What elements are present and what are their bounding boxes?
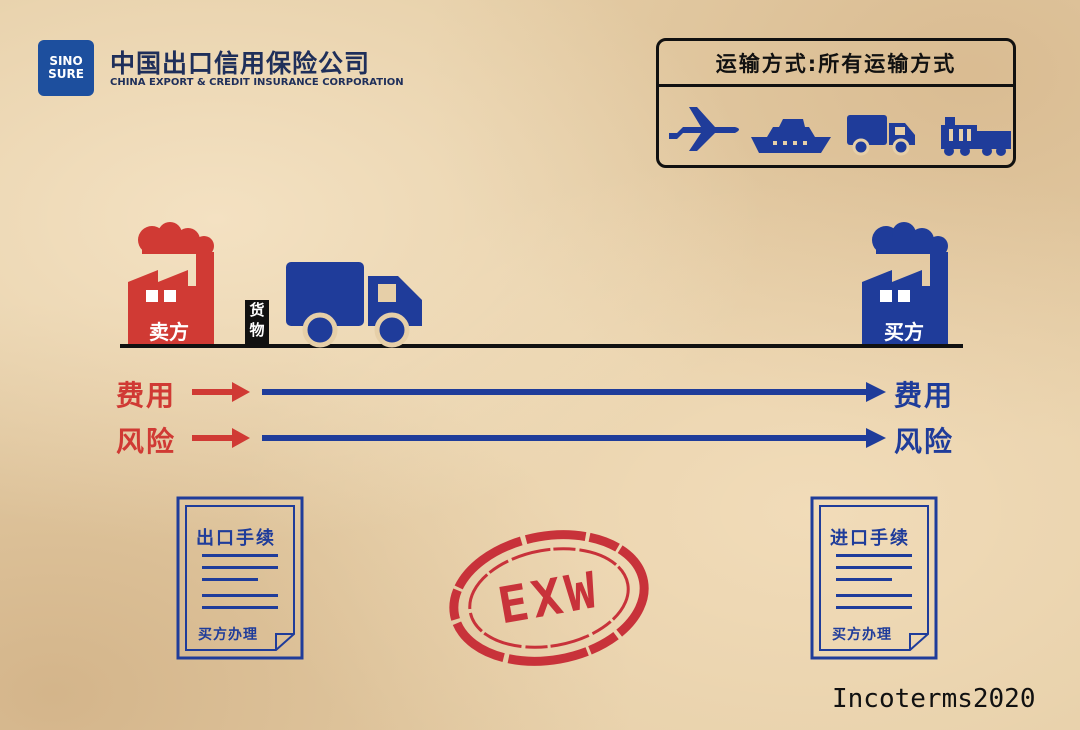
train-icon xyxy=(941,117,1011,156)
document-icon xyxy=(810,496,938,660)
risk-red-arrow xyxy=(192,428,250,448)
ground-line xyxy=(120,344,963,348)
company-name-en: CHINA EXPORT & CREDIT INSURANCE CORPORAT… xyxy=(110,77,404,88)
delivery-truck-icon xyxy=(286,262,422,348)
export-procedure-document: 出口手续 买方办理 xyxy=(176,496,304,660)
risk-label-right: 风险 xyxy=(894,425,955,458)
badge-text-line1: SINO xyxy=(49,54,83,68)
transport-mode-box: 运输方式:所有运输方式 xyxy=(656,38,1016,168)
cost-blue-arrow xyxy=(262,382,886,402)
goods-label-line1: 货 xyxy=(249,301,265,319)
exw-stamp: EXW xyxy=(446,528,652,668)
cost-red-arrow xyxy=(192,382,250,402)
ship-icon xyxy=(751,119,831,153)
incoterms-label: Incoterms2020 xyxy=(832,684,1036,714)
import-doc-handler: 买方办理 xyxy=(832,627,892,643)
company-logo: SINO SURE 中国出口信用保险公司 CHINA EXPORT & CRED… xyxy=(38,40,428,96)
transport-mode-title: 运输方式:所有运输方式 xyxy=(659,41,1013,87)
airplane-icon xyxy=(669,107,739,151)
document-icon xyxy=(176,496,304,660)
seller-factory-icon xyxy=(128,222,214,344)
goods-box: 货 物 xyxy=(245,300,269,344)
import-procedure-document: 进口手续 买方办理 xyxy=(810,496,938,660)
seller-label: 卖方 xyxy=(149,320,189,344)
badge-text-line2: SURE xyxy=(48,67,84,81)
import-doc-title: 进口手续 xyxy=(830,528,910,549)
cost-label-left: 费用 xyxy=(116,379,177,412)
goods-label-line2: 物 xyxy=(249,321,265,339)
company-name-cn: 中国出口信用保险公司 xyxy=(110,49,371,78)
sinosure-badge: SINO SURE xyxy=(38,40,94,96)
stamp-ring xyxy=(449,530,649,666)
buyer-factory-icon xyxy=(862,222,948,344)
truck-icon xyxy=(847,115,915,156)
risk-label-left: 风险 xyxy=(116,425,177,458)
cost-label-right: 费用 xyxy=(894,379,955,412)
buyer-label: 买方 xyxy=(884,320,924,344)
risk-blue-arrow xyxy=(262,428,886,448)
export-doc-title: 出口手续 xyxy=(196,528,276,549)
export-doc-handler: 买方办理 xyxy=(198,627,258,643)
